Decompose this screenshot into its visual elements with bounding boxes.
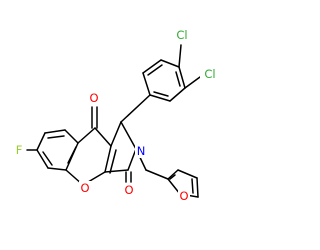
bond: [142, 59, 162, 74]
label-mask: [79, 181, 91, 195]
atom-label-o-furan: O: [179, 189, 188, 203]
bond: [67, 146, 77, 164]
bond: [175, 71, 181, 87]
bond: [160, 59, 180, 68]
atom-label-n: N: [137, 144, 146, 158]
label-mask: [178, 189, 190, 203]
bond: [145, 169, 169, 180]
bond: [153, 91, 169, 97]
bond: [36, 149, 49, 169]
bond: [64, 129, 79, 144]
bond: [147, 64, 163, 76]
bond: [191, 178, 194, 194]
atom-label-cl-top: Cl: [176, 28, 187, 42]
atom-label-cl-right: Cl: [204, 67, 215, 81]
bond: [149, 94, 171, 102]
bond: [109, 149, 117, 174]
atom-label-f: F: [16, 143, 23, 157]
label-mask: [88, 91, 100, 105]
bond: [44, 129, 66, 134]
bond: [47, 135, 65, 139]
bond: [169, 87, 186, 102]
atom-label-layer: Cl Cl O F N O O O: [13, 27, 219, 203]
label-mask: [200, 67, 219, 82]
bond: [104, 145, 112, 173]
bond: [94, 127, 112, 147]
molecule-diagram: Cl Cl O F N O O O: [13, 27, 219, 203]
bond: [177, 169, 198, 179]
bond: [184, 76, 201, 89]
bond: [178, 66, 186, 89]
label-mask: [123, 183, 135, 197]
bond: [178, 44, 182, 68]
bond: [169, 174, 176, 180]
label-mask: [135, 144, 147, 158]
bond: [36, 132, 46, 151]
atom-label-o-lactam: O: [124, 183, 133, 197]
label-mask: [13, 143, 25, 157]
bond: [127, 148, 137, 171]
bond: [120, 94, 151, 123]
bond: [104, 169, 129, 173]
bond: [142, 72, 151, 96]
atom-label-o-pyran: O: [80, 181, 89, 195]
structure-svg: Cl Cl O F N O O O: [13, 27, 219, 203]
bond: [110, 121, 122, 147]
atom-label-o-ketone: O: [89, 91, 98, 105]
bond: [42, 151, 53, 166]
bond: [196, 177, 199, 198]
bond-layer: [26, 44, 201, 198]
bond: [77, 127, 96, 144]
bond: [47, 167, 67, 171]
label-mask: [172, 27, 191, 42]
bond: [167, 169, 179, 180]
bond: [120, 121, 137, 150]
